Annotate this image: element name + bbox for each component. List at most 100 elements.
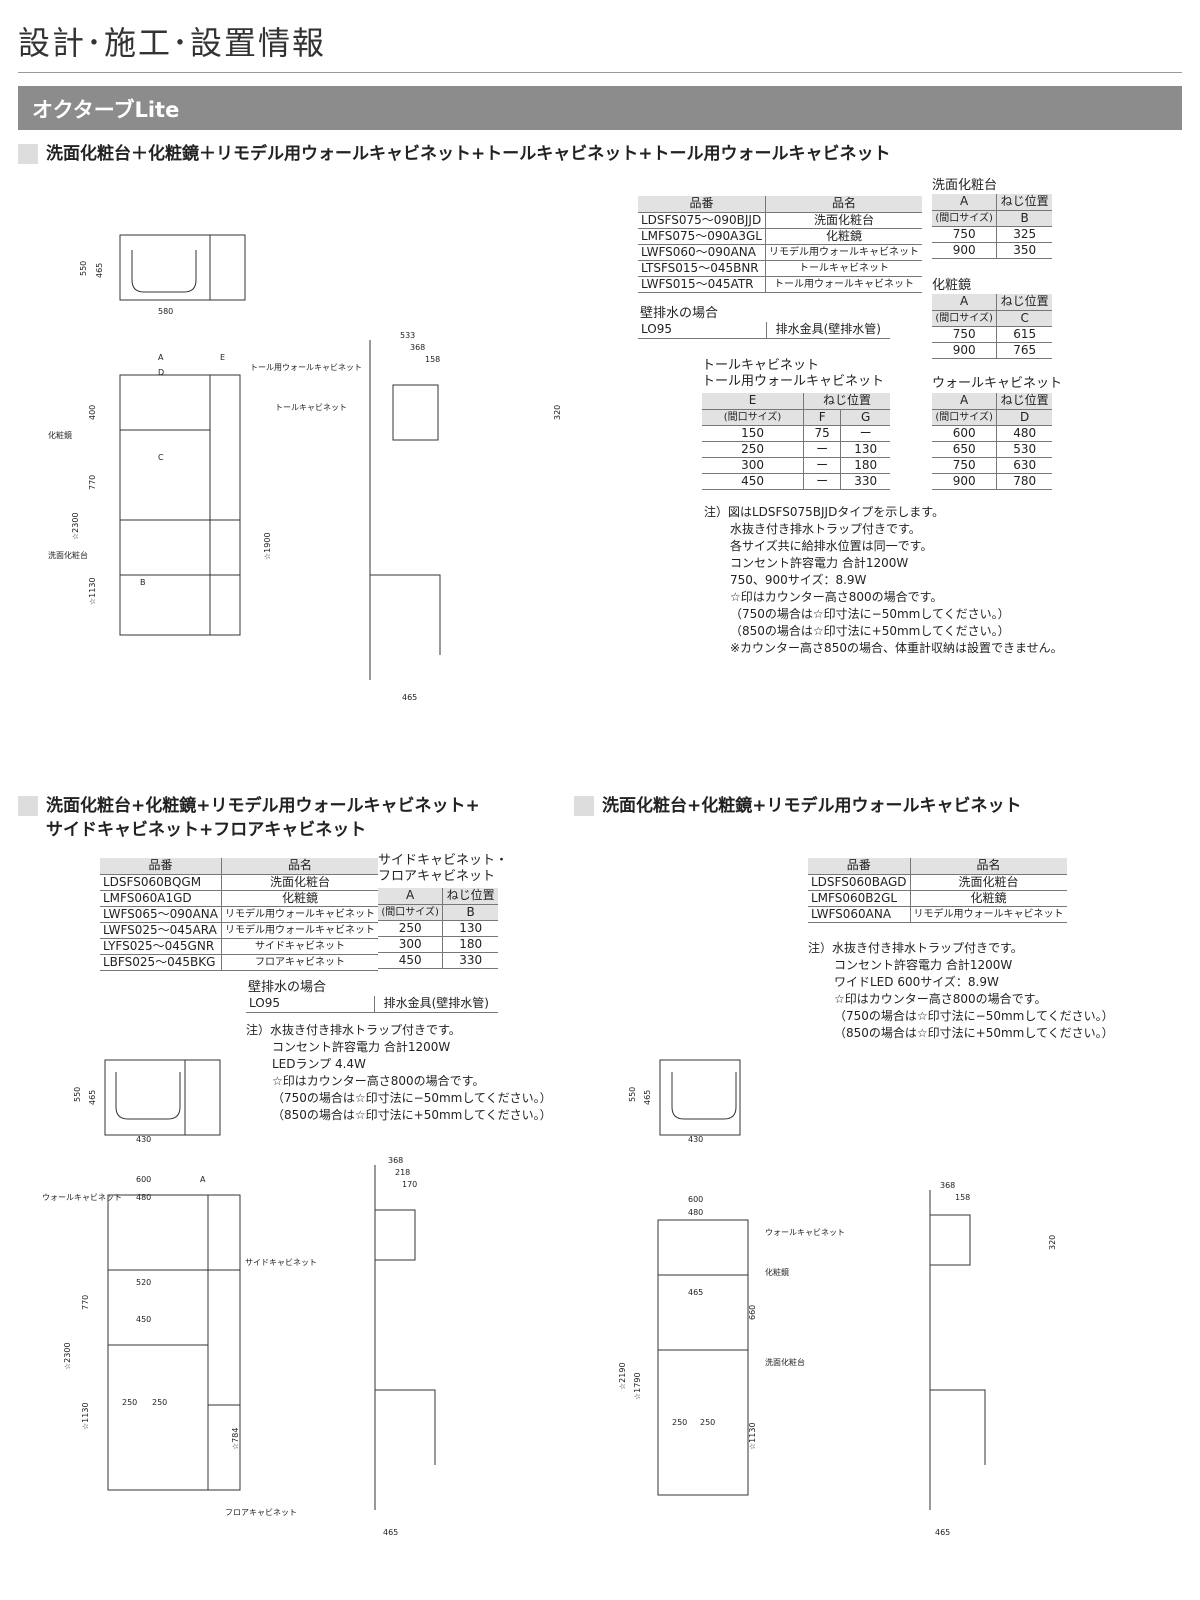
table-cell: LWFS025〜045ARA — [100, 922, 222, 939]
text-label: 550 — [79, 261, 88, 276]
table-cell: LMFS075〜090A3GL — [638, 228, 766, 245]
s2-front-view: 600 480 A 520 450 250 250 770 ☆1130 ☆230… — [42, 1175, 317, 1517]
table-cell: LO95 — [246, 996, 374, 1013]
table-cell: リモデル用ウォールキャビネット — [909, 906, 1067, 923]
text-label: トール用ウォールキャビネット — [250, 363, 362, 372]
text-label: サイドキャビネット+フロアキャビネット — [46, 820, 367, 840]
table-cell: ー — [803, 473, 841, 490]
table-header-cell: 品名 — [220, 858, 378, 875]
table-header-cell: B — [996, 210, 1052, 227]
text-label: フロアキャビネット — [225, 1508, 297, 1517]
table-cell: 330 — [840, 473, 890, 490]
table-cell: リモデル用ウォールキャビネット — [765, 244, 922, 261]
s1-front-view: A D C B E 400 770 ☆1130 ☆2300 ☆1900 化粧鏡 … — [48, 353, 362, 636]
text-label: 218 — [395, 1168, 410, 1177]
table-cell: 排水金具(壁排水管) — [765, 322, 890, 339]
table-cell: LBFS025〜045BKG — [100, 954, 222, 971]
wall-drain-caption: 壁排水の場合 — [640, 306, 719, 321]
table-header-row: (間口サイズ)D — [932, 409, 1052, 426]
text-label: （850の場合は☆印寸法に+50mmしてください。） — [834, 1026, 1114, 1040]
table-cell: LTSFS015〜045BNR — [638, 260, 766, 277]
table-header-cell: 品名 — [765, 196, 922, 213]
table-cell: 765 — [996, 342, 1052, 359]
floor-caption: フロアキャビネット — [378, 869, 496, 884]
text-label: 水抜き付き排水トラップ付きです。 — [730, 522, 921, 536]
text-label: 158 — [955, 1193, 970, 1202]
text-label: 533 — [400, 331, 415, 340]
table-cell: 615 — [996, 326, 1052, 343]
text-label: ☆印はカウンター高さ800の場合です。 — [834, 992, 1047, 1006]
table-cell: 750 — [932, 226, 997, 243]
table-cell: 630 — [996, 457, 1052, 474]
s3-side-view: 368 158 320 465 — [929, 1181, 1057, 1537]
table-cell: 250 — [378, 920, 443, 937]
text-label: E — [220, 353, 225, 362]
table-cell: ー — [803, 441, 841, 458]
tall-wall-caption: トール用ウォールキャビネット — [702, 374, 885, 389]
table-header-cell: C — [996, 310, 1052, 327]
table-header-cell: ねじ位置 — [996, 393, 1052, 410]
table-cell: 化粧鏡 — [220, 890, 378, 907]
table-cell: 130 — [442, 920, 498, 937]
table-header-cell: (間口サイズ) — [932, 210, 997, 227]
table-header-cell: (間口サイズ) — [378, 904, 443, 921]
text-label: （750の場合は☆印寸法に−50mmしてください。） — [834, 1009, 1114, 1023]
text-label: ワイドLED 600サイズ：8.9W — [834, 975, 999, 989]
text-label: サイドキャビネット — [245, 1258, 317, 1267]
table-header-cell: 品番 — [638, 196, 766, 213]
table-cell: 洗面化粧台 — [909, 874, 1067, 891]
text-label: 注）図はLDSFS075BJJDタイプを示します。 — [704, 505, 945, 519]
s2-plan-view: 430 550 465 — [73, 1059, 221, 1144]
table-header-cell: (間口サイズ) — [702, 409, 804, 426]
table-cell: LDSFS060BQGM — [100, 874, 222, 891]
page-title: 設計･施工･設置情報 — [18, 24, 327, 62]
table-cell: LO95 — [638, 322, 766, 339]
table-cell: 900 — [932, 242, 997, 259]
table-cell: 900 — [932, 473, 997, 490]
table-header-cell: A — [932, 393, 997, 410]
table-cell: 75 — [803, 425, 841, 442]
text-label: ウォールキャビネット — [765, 1228, 845, 1237]
table-cell: 600 — [932, 425, 997, 442]
text-label: 550 — [628, 1087, 637, 1102]
text-label: 158 — [425, 355, 440, 364]
table-header-row: (間口サイズ)B — [378, 904, 498, 921]
text-label: 750、900サイズ：8.9W — [730, 573, 867, 587]
table-cell: LMFS060A1GD — [100, 890, 222, 907]
table-cell: 350 — [996, 242, 1052, 259]
table-cell: トール用ウォールキャビネット — [765, 276, 922, 293]
text-label: トールキャビネット — [275, 403, 347, 412]
table-cell: ー — [803, 457, 841, 474]
text-label: A — [200, 1175, 206, 1184]
table-header-cell: E — [702, 393, 804, 410]
table-cell: LDSFS060BAGD — [808, 874, 911, 891]
text-label: 注）水抜き付き排水トラップ付きです。 — [808, 941, 1023, 955]
text-label: 注）水抜き付き排水トラップ付きです。 — [246, 1023, 461, 1037]
text-label: 480 — [136, 1193, 151, 1202]
table-header-cell: A — [932, 294, 997, 311]
text-label: 320 — [553, 405, 562, 420]
s2-drawing: 430 550 465 600 480 A 520 450 250 250 77… — [42, 1059, 436, 1537]
series-header: オクターブLite — [18, 86, 1182, 130]
table-cell: 250 — [702, 441, 804, 458]
text-label: 250 — [122, 1398, 137, 1407]
